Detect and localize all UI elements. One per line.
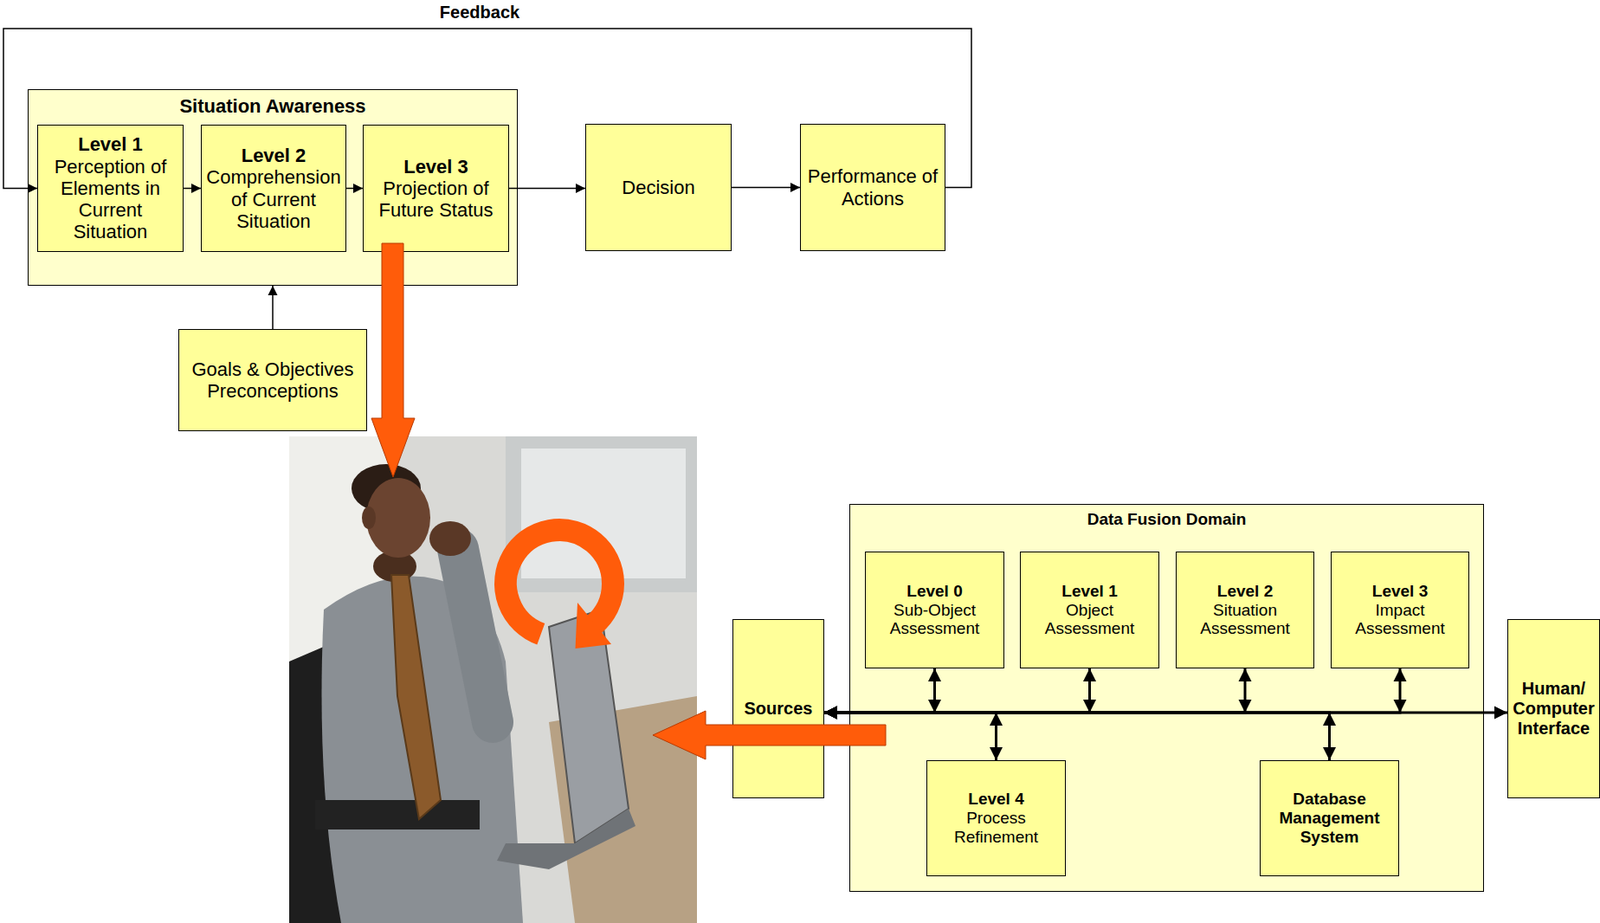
database-box: Database Management System [1259, 760, 1400, 877]
box-text: Database Management System [1263, 789, 1396, 847]
box-text: Goals & Objectives Preconceptions [181, 358, 364, 403]
arrowhead [824, 706, 838, 720]
box-text: Situation Assessment [1179, 600, 1311, 639]
arrowhead [1393, 668, 1407, 682]
decision-box: Decision [585, 123, 732, 252]
data-fusion-group: Data Fusion DomainLevel 0Sub-Object Asse… [849, 503, 1484, 892]
cycle-arrowhead [575, 602, 613, 649]
connector-line [824, 668, 936, 713]
arrowhead [1083, 668, 1097, 682]
connector-line [731, 187, 800, 189]
level-box: Level 1Object Assessment [1019, 551, 1160, 669]
arrowhead [1322, 712, 1336, 726]
arrowhead [27, 183, 38, 194]
arrowhead [1393, 699, 1407, 713]
goals-box: Goals & Objectives Preconceptions [178, 329, 368, 432]
connector [824, 706, 1336, 762]
cycle-arrow [505, 529, 613, 634]
label-holder: Feedback [393, 2, 567, 23]
box-text: Perception of Elements in Current Situat… [40, 155, 181, 244]
arm [458, 548, 493, 723]
level-box: Level 2Situation Assessment [1175, 551, 1315, 669]
box-text: Projection of Future Status [366, 177, 506, 222]
connector [346, 183, 363, 194]
box-text: Human/ Computer Interface [1510, 678, 1597, 739]
orange-down-arrow [371, 243, 415, 478]
arrowhead [191, 183, 201, 194]
arrowhead [824, 706, 838, 720]
connector-line [824, 712, 1330, 761]
arrowhead [824, 706, 838, 720]
photo-background [289, 436, 697, 923]
connector [3, 28, 972, 194]
tie [391, 574, 441, 820]
arrowhead [824, 706, 838, 720]
laptop-base [496, 808, 636, 870]
box-text: Process Refinement [929, 808, 1063, 847]
situation-awareness-group: Situation AwarenessLevel 1Perception of … [27, 89, 518, 286]
level-box: Level 3Impact Assessment [1330, 551, 1470, 669]
box-text: Sources [744, 698, 813, 719]
box-text: Object Assessment [1023, 600, 1156, 639]
arrowhead [1494, 706, 1508, 720]
box-text: Sub-Object Assessment [868, 600, 1001, 639]
connector-line [824, 668, 1246, 713]
box-heading: Level 2 [1217, 581, 1273, 601]
interface-box: Human/ Computer Interface [1507, 619, 1600, 799]
arrowhead [824, 706, 838, 720]
arrowhead [928, 699, 942, 713]
level-box: Level 2Comprehension of Current Situatio… [200, 124, 347, 252]
arrowhead [1322, 747, 1336, 761]
arrowhead [989, 747, 1003, 761]
arrowhead [824, 706, 838, 720]
level-box: Level 1Perception of Elements in Current… [37, 124, 184, 252]
connector-line [3, 28, 972, 189]
box-heading: Level 1 [1061, 581, 1117, 601]
orange-left-arrow [652, 710, 886, 760]
arrowhead [989, 712, 1003, 726]
box-text: Performance of Actions [803, 165, 942, 210]
level-box: Level 0Sub-Object Assessment [864, 551, 1005, 669]
sources-box: Sources [732, 619, 825, 799]
box-heading: Level 0 [906, 581, 962, 601]
box-heading: Level 2 [241, 144, 307, 167]
arrowhead [268, 285, 278, 296]
arrowhead [353, 183, 363, 194]
arrowhead [790, 182, 800, 193]
box-heading: Level 4 [967, 789, 1024, 809]
connector-line [824, 668, 1091, 713]
arrowhead [1083, 699, 1097, 713]
action-box: Performance of Actions [800, 123, 946, 252]
level-box: Level 4Process Refinement [926, 760, 1066, 877]
armrest [315, 800, 480, 830]
box-text: Impact Assessment [1334, 600, 1466, 639]
photo-illustration [289, 436, 697, 923]
connector-line [509, 187, 586, 190]
edge-label: Feedback [439, 2, 520, 23]
connector [268, 285, 278, 330]
box-heading: Data Fusion Domain [1087, 509, 1247, 530]
box-heading: Level 3 [403, 155, 469, 178]
arrowhead [1238, 699, 1252, 713]
hands [429, 521, 471, 556]
arrowhead [928, 668, 942, 682]
face [366, 477, 431, 558]
box-heading: Level 1 [77, 133, 143, 155]
box-text: Comprehension of Current Situation [204, 166, 343, 233]
connector-line [824, 668, 1400, 713]
arrowhead [575, 183, 586, 194]
connector [509, 183, 586, 194]
ear [361, 506, 376, 530]
connector [183, 183, 201, 194]
arrowhead [824, 706, 838, 720]
level-box: Level 3Projection of Future Status [362, 124, 510, 252]
connector [731, 182, 800, 193]
box-text: Decision [621, 176, 695, 199]
arrowhead [1238, 668, 1252, 682]
box-heading: Situation Awareness [179, 95, 366, 117]
box-heading: Level 3 [1372, 581, 1428, 601]
